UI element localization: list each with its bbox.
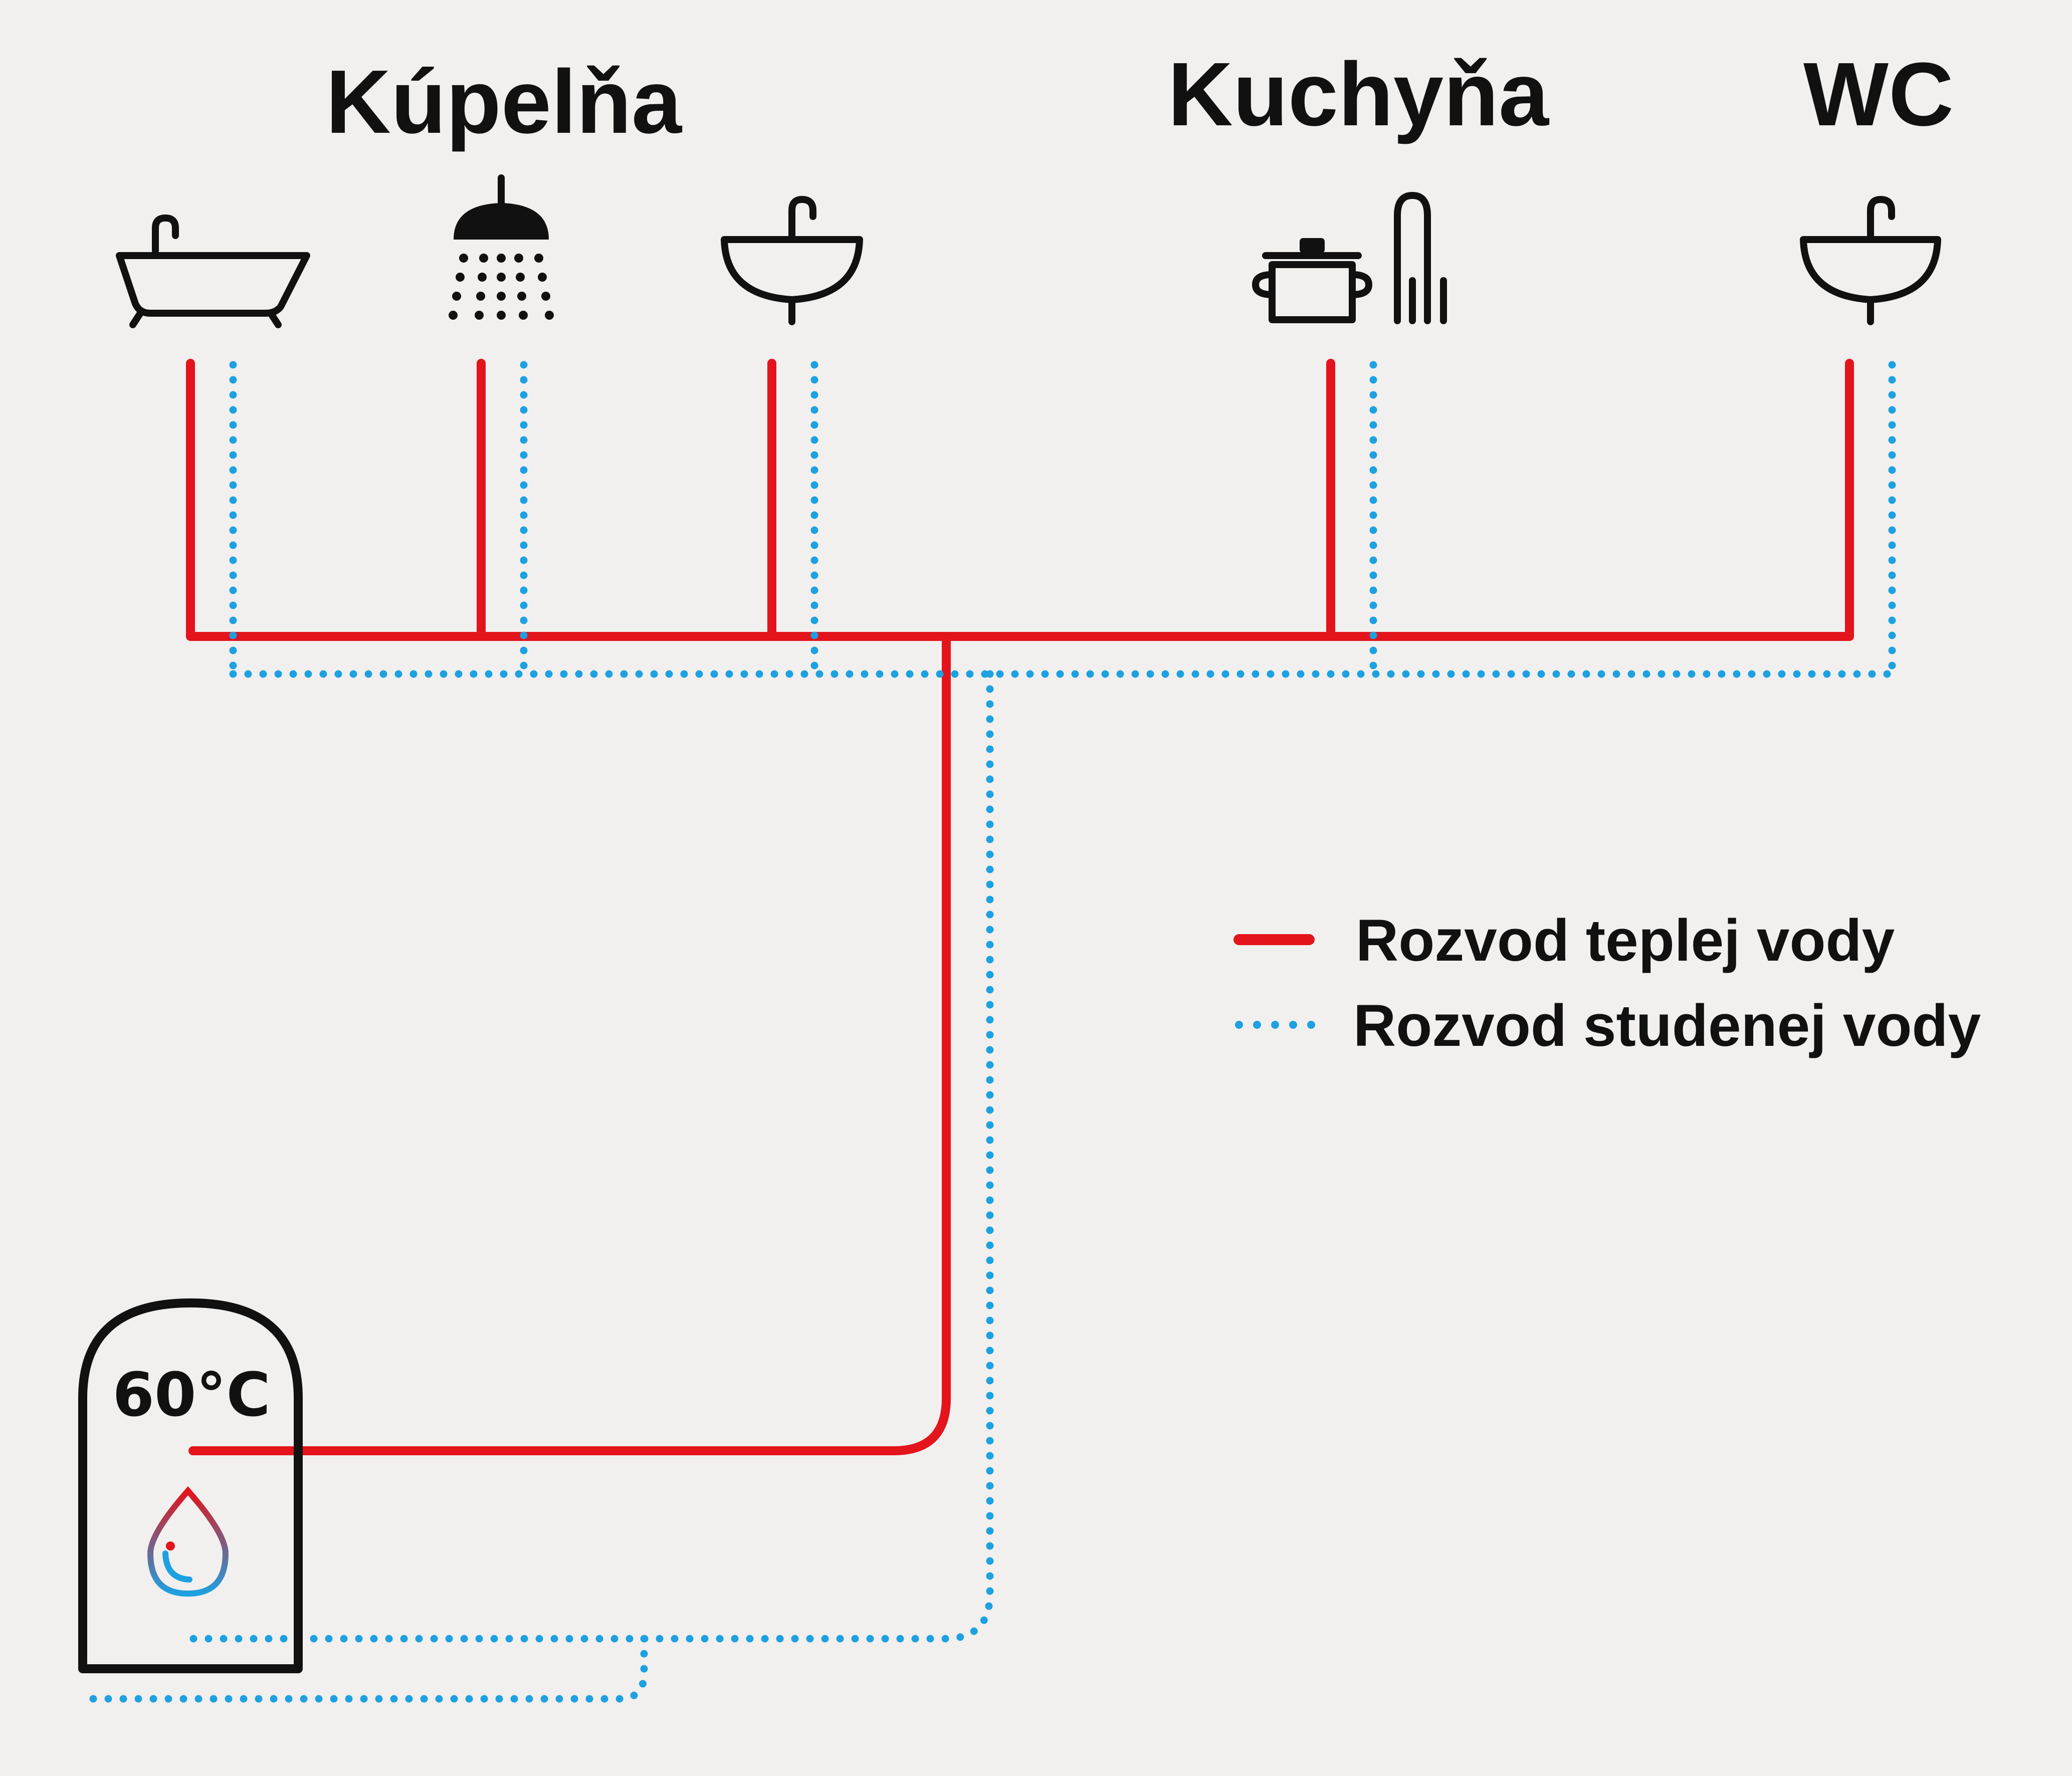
legend-cold-label: Rozvod studenej vody [1353, 993, 1981, 1059]
room-label-wc: WC [1803, 44, 1954, 145]
hot-water-pipes [186, 359, 1854, 1455]
heater-temperature: 60°C [112, 1361, 270, 1430]
water-drop-icon [147, 1486, 229, 1597]
legend: Rozvod teplej vody Rozvod studenej vody [1233, 908, 1981, 1059]
cold-water-pipes [79, 361, 1896, 1703]
room-label-bathroom: Kúpelňa [326, 52, 683, 152]
bathtub-icon [116, 214, 310, 328]
kitchen-faucet-icon [1394, 192, 1447, 324]
legend-hot-label: Rozvod teplej vody [1356, 908, 1895, 974]
water-heater: 60°C [78, 1298, 303, 1673]
sink-icon [721, 196, 863, 325]
room-label-kitchen: Kuchyňa [1168, 44, 1550, 145]
cooking-pot-icon [1252, 238, 1372, 323]
shower-icon [449, 174, 554, 320]
sink-icon [1800, 196, 1941, 325]
